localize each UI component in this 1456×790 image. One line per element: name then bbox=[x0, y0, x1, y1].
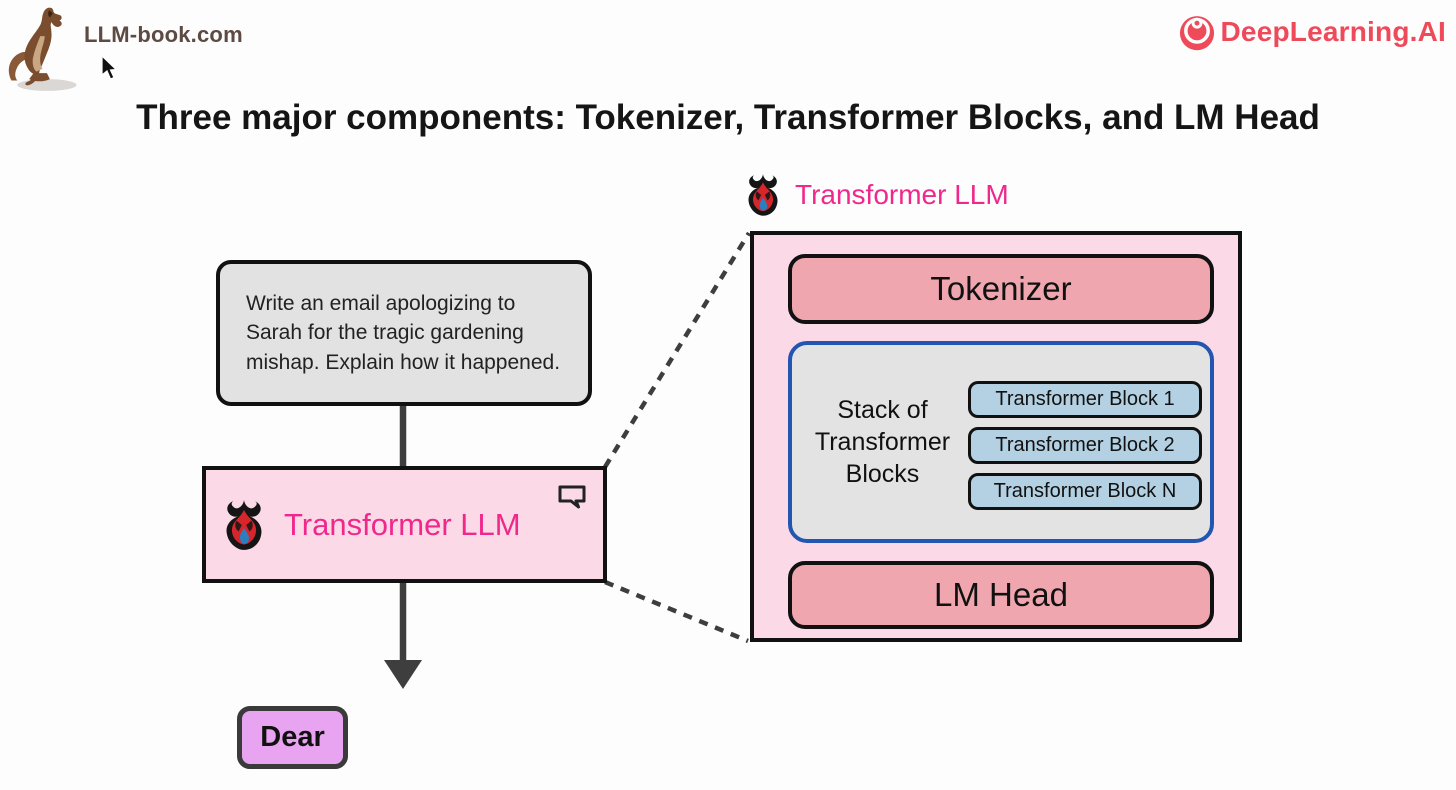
transformer-block-1: Transformer Block 1 bbox=[968, 381, 1202, 418]
deeplearning-wordmark: DeepLearning.AI bbox=[1220, 16, 1446, 47]
transformer-llm-label: Transformer LLM bbox=[284, 506, 521, 542]
output-token-box: Dear bbox=[237, 706, 348, 769]
tokenizer-label: Tokenizer bbox=[930, 270, 1072, 307]
prompt-box: Write an email apologizing to Sarah for … bbox=[216, 260, 592, 406]
deeplearning-logo-icon bbox=[1179, 16, 1214, 51]
transformer-block-n-label: Transformer Block N bbox=[993, 480, 1177, 502]
site-branding: LLM-book.com bbox=[4, 2, 243, 94]
transformer-llm-detail-box: Tokenizer Stack of Transformer Blocks Tr… bbox=[750, 231, 1242, 642]
transformer-block-2-label: Transformer Block 2 bbox=[995, 434, 1175, 456]
cursor-icon bbox=[101, 55, 118, 80]
detail-title: Transformer LLM bbox=[745, 170, 1009, 220]
kangaroo-logo bbox=[8, 7, 77, 91]
speech-bubble-icon bbox=[558, 485, 586, 509]
flame-icon bbox=[226, 499, 262, 550]
page-title: Three major components: Tokenizer, Trans… bbox=[136, 98, 1320, 137]
dashed-connector-top bbox=[603, 231, 751, 469]
stack-label: Stack of Transformer Blocks bbox=[814, 396, 951, 488]
lm-head-box: LM Head bbox=[788, 561, 1214, 629]
transformer-stack-box: Stack of Transformer Blocks Transformer … bbox=[788, 341, 1214, 543]
dashed-connector-bottom bbox=[604, 579, 749, 644]
lm-head-label: LM Head bbox=[934, 576, 1068, 613]
detail-title-label: Transformer LLM bbox=[795, 179, 1009, 210]
transformer-block-n: Transformer Block N bbox=[968, 473, 1202, 510]
transformer-block-2: Transformer Block 2 bbox=[968, 427, 1202, 464]
transformer-block-1-label: Transformer Block 1 bbox=[995, 388, 1175, 410]
transformer-llm-box: Transformer LLM bbox=[202, 466, 607, 583]
arrowhead bbox=[384, 660, 422, 689]
tokenizer-box: Tokenizer bbox=[788, 254, 1214, 324]
output-token-label: Dear bbox=[260, 721, 325, 753]
site-name: LLM-book.com bbox=[84, 22, 243, 47]
deeplearning-branding: DeepLearning.AI bbox=[1177, 12, 1446, 52]
flame-icon bbox=[748, 174, 778, 216]
prompt-text: Write an email apologizing to Sarah for … bbox=[246, 291, 561, 374]
